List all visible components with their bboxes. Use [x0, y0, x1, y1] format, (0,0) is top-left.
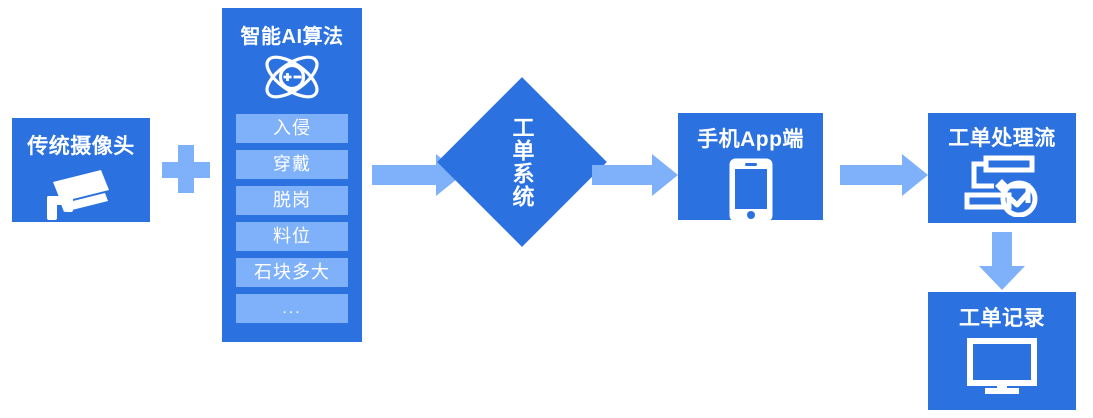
monitor-icon [967, 338, 1037, 401]
arrow-head [902, 154, 928, 196]
node-ai-label: 智能AI算法 [240, 26, 344, 48]
ai-list-item[interactable]: 料位 [236, 222, 348, 251]
node-mobile-app-label: 手机App端 [697, 128, 804, 151]
smartphone-icon [728, 157, 774, 228]
node-mobile-app[interactable]: 手机App端 [678, 113, 823, 222]
node-traditional-camera[interactable]: 传统摄像头 [12, 118, 150, 222]
ai-list-item-more[interactable]: ... [236, 294, 348, 323]
ai-list-item[interactable]: 穿戴 [236, 150, 348, 179]
workflow-check-icon [964, 155, 1040, 222]
arrow-shaft [840, 165, 902, 185]
arrow-shaft [372, 165, 436, 185]
atom-icon [261, 51, 323, 108]
arrow-ticket-flow-to-record [979, 232, 1025, 290]
arrow-app-to-ticket-flow [840, 154, 928, 196]
node-ticket-flow[interactable]: 工单处理流 [928, 113, 1076, 223]
ai-list-item[interactable]: 入侵 [236, 114, 348, 143]
arrow-shaft [992, 232, 1012, 266]
cctv-camera-icon [39, 168, 123, 229]
arrow-shaft [592, 165, 652, 185]
plus-icon-vertical-bar [178, 145, 194, 193]
node-ticket-system[interactable]: 工单系统 [437, 77, 607, 247]
arrow-ticket-system-to-app [592, 154, 678, 196]
node-ticket-system-label: 工单系统 [509, 116, 535, 208]
ai-list-item[interactable]: 脱岗 [236, 186, 348, 215]
plus-icon [162, 145, 210, 193]
node-camera-label: 传统摄像头 [27, 135, 135, 158]
node-ticket-record[interactable]: 工单记录 [928, 292, 1076, 410]
node-ticket-record-label: 工单记录 [959, 307, 1045, 330]
node-ai-algorithm[interactable]: 智能AI算法 入侵 穿戴 脱岗 料位 石块多大 ... [222, 8, 362, 342]
node-ticket-flow-label: 工单处理流 [948, 127, 1056, 150]
ai-algorithm-list: 入侵 穿戴 脱岗 料位 石块多大 ... [236, 114, 348, 323]
ai-list-item[interactable]: 石块多大 [236, 258, 348, 287]
arrow-head [979, 266, 1025, 290]
arrow-head [652, 154, 678, 196]
